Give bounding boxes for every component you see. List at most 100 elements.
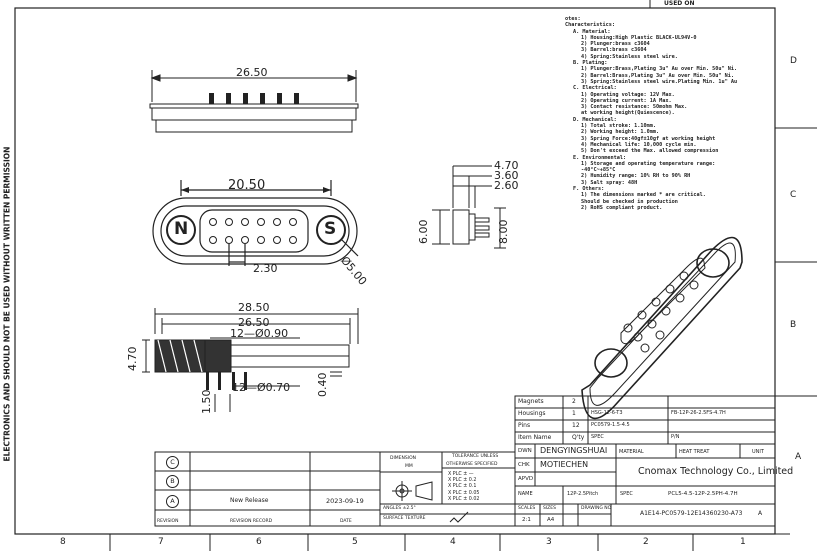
material-label: MATERIAL [619,449,644,455]
note-line: 3) Spring:Stainless steel wire.Plating M… [581,78,738,85]
note-line: -40°C~+85°C [581,167,616,174]
tolerance-row: X PLC ± — [448,472,474,477]
dim-side-h3: 2.60 [494,179,519,192]
notes-heading: otes: [565,16,581,22]
note-line: 1) Operating voltage: 12V Max. [581,91,675,98]
bom-name: Item Name [518,434,552,441]
note-line: 3) Barrel:brass c3604 [581,47,647,54]
note-line: 2) Humidity range: 10% RH to 90% RH [581,173,691,180]
dim-sec-pitch: 1.50 [200,389,213,415]
front-pin-grid [209,218,297,244]
revision-table [154,451,381,527]
corner-label: USED ON [664,0,695,7]
sizes-label: SIZES [543,506,556,511]
bom-spec: P/N [671,434,680,440]
bom-spec: FB-12P-26-2.5FS-4.7H [671,410,726,416]
notes-block: otes: Characteristics: A. Material:1) Ho… [565,16,737,211]
notes-lines: A. Material:1) Housing:High Plastic BLAC… [565,29,737,212]
revision-record-col-label: REVISION RECORD [230,519,273,524]
dim-side-left: 6.00 [417,219,430,245]
bom-code: HSG-12-6-T3 [591,410,623,416]
note-line: 2) Working height: 1.0mm. [581,129,660,136]
revision-record: New Release [230,497,269,504]
drawing-rev: A [758,510,763,517]
dim-top-width: 26.50 [236,66,268,79]
note-line: 1) Storage and operating temperature ran… [581,160,716,167]
note-line: 1) Total stroke: 1.10mm. [581,123,656,130]
projection-symbol [392,481,433,501]
zone-label-a: A [795,452,802,462]
chk-value: MOTIECHEN [540,460,589,469]
south-pole-label: S [324,219,337,239]
dim-sec-w2: 26.50 [238,316,270,329]
drawing-value: A1E14-PC0579-12E14360230-A73 [640,510,743,517]
unit-label: UNIT [752,449,764,455]
dim-side-h2: 3.60 [494,169,519,182]
dwn-value: DENGYINGSHUAI [540,446,608,455]
note-line: D. Mechanical: [573,116,617,123]
tolerance-row: X PLC ± 0.05 [448,490,480,496]
revision-mark: C [166,456,179,469]
scales-value: 2:1 [522,517,531,523]
bom-qty: 12 [572,422,580,429]
notes-heading-2: Characteristics: [565,22,615,29]
note-line: 3) Salt spray: 48H [581,179,638,186]
bom-name: Housings [518,410,546,417]
spec-value: PCL5-4.5-12P-2.5PH-4.7H [668,491,738,497]
bom-qty: Q'ty [572,434,585,441]
zone-label-5: 5 [352,537,358,547]
note-line: 1) Housing:High Plastic BLACK-UL94V-0 [581,34,697,41]
dim-sec-holes: 12—Ø0.90 [230,327,289,340]
bom-table [514,395,776,445]
dim-sec-left: 4.70 [126,346,139,372]
zone-label-8: 8 [60,537,66,547]
note-line: 3) Contact resistance: 50mohm Max. [581,104,688,111]
dwn-label: DWN [518,448,532,454]
bom-qty: 1 [572,410,576,417]
note-line: B. Plating: [573,60,608,67]
surface-label: SURFACE TEXTURE [383,516,426,521]
sizes-value: A4 [547,517,555,523]
spec-label: SPEC [620,491,633,497]
tolerance-label: TOLERANCE UNLESS [452,454,499,459]
section-view [142,308,359,412]
note-line: 4) Mechanical life: 10,000 cycle min. [581,141,697,148]
note-line: 4) Spring:Stainless steel wire. [581,53,678,60]
front-view [152,180,359,266]
note-line: 2) Plunger:brass c3604 [581,41,650,48]
revision-mark: A [166,495,179,508]
north-pole-label: N [174,219,189,239]
name-value: 12P-2.5Pitch [567,491,599,497]
dimension-unit: MM [405,464,413,469]
heat-treat-label: HEAT TREAT [679,449,710,455]
note-line: E. Environmental: [573,154,627,161]
side-view [432,165,506,249]
tolerance-row: X PLC ± 0.1 [448,484,477,490]
note-line: 5) Don't exceed the Max. allowed compres… [581,148,719,155]
dim-front-pitch: 2.30 [253,262,278,275]
note-line: A. Material: [573,28,611,35]
zone-label-6: 6 [256,537,262,547]
note-line: Should be checked in production [581,198,678,205]
zone-label-3: 3 [546,537,552,547]
scales-label: SCALES [518,506,536,511]
isometric-view [581,236,743,420]
note-line: 2) RoHS compliant product. [581,204,663,211]
zone-label-d: D [790,56,797,66]
bom-name: Magnets [518,398,544,405]
apvd-label: APVD [518,476,534,482]
dim-front-width: 20.50 [228,178,266,193]
note-line: at working height(Quiescence). [581,110,675,117]
zone-label-b: B [790,320,797,330]
dim-sec-pins: 12—Ø0.70 [232,381,291,394]
tolerance-label-2: OTHERWISE SPECIFIED [446,462,498,467]
note-line: F. Others: [573,186,605,193]
surface-texture-symbol [449,511,469,523]
zone-label-2: 2 [643,537,649,547]
note-line: C. Electrical: [573,85,617,92]
revision-col-label: REVISION [157,519,179,524]
date-col-label: DATE [340,519,352,524]
zone-label-1: 1 [740,537,746,547]
tolerance-row: X PLC ± 0.2 [448,478,477,484]
